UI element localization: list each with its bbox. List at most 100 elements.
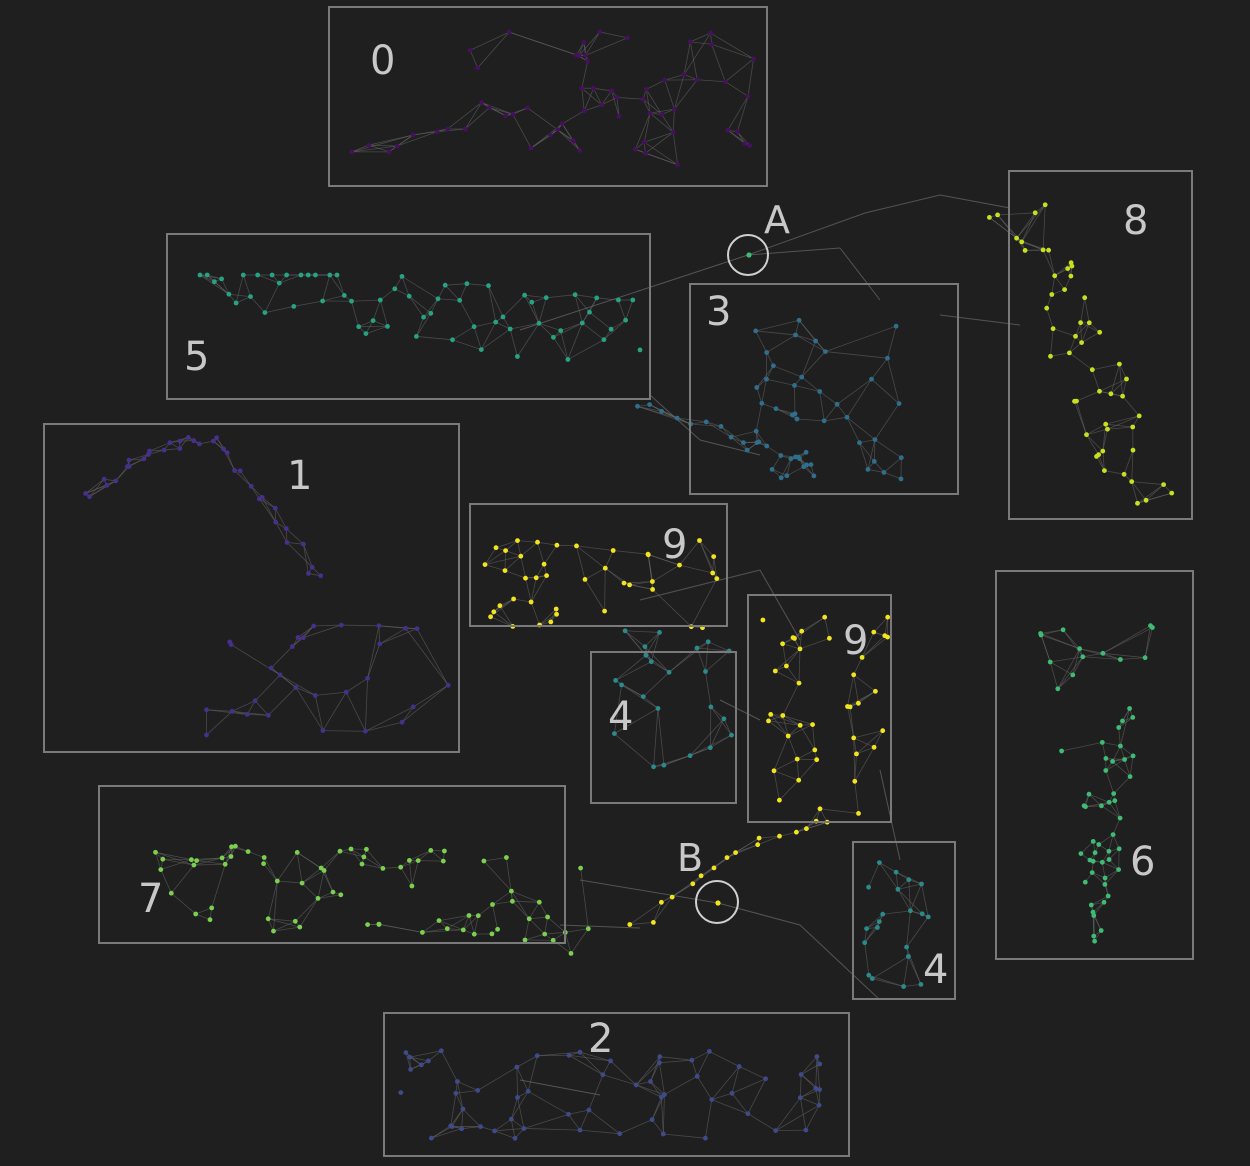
graph-edge xyxy=(539,608,557,626)
graph-edge xyxy=(430,850,444,862)
graph-edge xyxy=(709,1051,740,1067)
graph-edge xyxy=(464,102,482,130)
graph-edge xyxy=(401,684,449,723)
graph-edge xyxy=(409,1050,442,1058)
graph-edge xyxy=(579,1051,611,1062)
graph-node-cluster-8 xyxy=(1062,287,1067,292)
graph-edge xyxy=(906,910,911,948)
graph-edge xyxy=(1042,249,1056,277)
graph-edge xyxy=(1104,470,1125,475)
graph-edge xyxy=(1062,629,1084,658)
graph-node-cluster-2 xyxy=(798,1072,804,1077)
graph-edge xyxy=(651,1119,664,1135)
graph-edge xyxy=(664,1075,698,1095)
graph-edge xyxy=(413,684,449,708)
graph-node-cluster-0 xyxy=(559,121,565,127)
graph-node-cluster-5 xyxy=(558,328,564,333)
graph-node-cluster-4 xyxy=(875,925,880,930)
graph-edge xyxy=(800,1074,817,1089)
graph-edge xyxy=(279,674,297,688)
graph-node-cluster-5 xyxy=(212,279,217,285)
graph-node-cluster-8 xyxy=(1130,447,1136,453)
graph-node-cluster-9 xyxy=(544,573,549,578)
graph-node-cluster-8 xyxy=(1084,432,1089,438)
graph-edge xyxy=(273,920,296,932)
graph-edge xyxy=(254,700,269,716)
graph-node-cluster-4 xyxy=(864,926,869,931)
graph-node-cluster-0 xyxy=(475,65,480,71)
graph-edge xyxy=(761,402,777,410)
graph-node-cluster-5 xyxy=(233,300,239,306)
graph-node-cluster-3 xyxy=(756,439,762,445)
bridge-edge xyxy=(747,247,841,256)
graph-edge xyxy=(560,330,569,360)
graph-node-cluster-5 xyxy=(269,272,275,278)
graph-edge xyxy=(350,848,365,858)
graph-edge xyxy=(128,454,149,461)
graph-node-cluster-1 xyxy=(306,571,311,576)
graph-edge xyxy=(231,700,256,712)
graph-node-cluster-1 xyxy=(363,728,368,734)
graph-edge xyxy=(505,857,513,902)
graph-edge xyxy=(897,889,923,915)
graph-node-cluster-1 xyxy=(252,698,258,704)
graph-edge xyxy=(883,457,902,473)
graph-edge xyxy=(400,866,413,887)
graph-edge xyxy=(585,31,601,56)
graph-edge xyxy=(771,469,788,477)
graph-node-cluster-9 xyxy=(553,606,559,612)
graph-node-cluster-6 xyxy=(1070,672,1076,678)
graph-node-cluster-2 xyxy=(816,1102,822,1108)
graph-node-cluster-2 xyxy=(566,1052,572,1058)
cluster-label-4-upper: 4 xyxy=(608,694,633,740)
graph-node-cluster-9 xyxy=(627,922,633,927)
graph-edge xyxy=(576,545,606,569)
graph-edge xyxy=(1050,352,1070,357)
bridge-edge xyxy=(579,879,719,904)
graph-edge xyxy=(1021,204,1046,243)
graph-edge xyxy=(836,378,872,405)
graph-node-cluster-5 xyxy=(572,292,578,298)
graph-edge xyxy=(849,690,876,708)
graph-edge xyxy=(589,311,612,330)
graph-node-cluster-0 xyxy=(694,77,700,83)
graph-node-cluster-5 xyxy=(240,272,246,278)
graph-node-cluster-7 xyxy=(337,848,343,854)
graph-edge xyxy=(846,378,872,418)
graph-node-cluster-5 xyxy=(565,357,571,362)
graph-edge xyxy=(447,928,464,931)
graph-edge xyxy=(459,283,468,301)
graph-edge xyxy=(405,628,449,686)
graph-node-cluster-4 xyxy=(908,908,913,914)
graph-node-cluster-9 xyxy=(817,806,823,812)
graph-edge xyxy=(647,553,680,566)
graph-edge xyxy=(211,864,226,909)
graph-edge xyxy=(336,274,345,296)
graph-edge xyxy=(662,1094,665,1135)
graph-edge xyxy=(846,417,860,443)
graph-edge xyxy=(629,584,653,590)
graph-edge xyxy=(730,436,748,451)
graph-edge xyxy=(235,296,251,304)
graph-edge xyxy=(221,278,230,295)
graph-node-cluster-9 xyxy=(856,811,861,816)
graph-edge xyxy=(257,274,280,284)
graph-edge xyxy=(274,507,287,529)
graph-edge xyxy=(193,857,223,866)
graph-edge xyxy=(380,288,396,301)
graph-node-cluster-7 xyxy=(299,880,305,886)
graph-node-cluster-8 xyxy=(1102,468,1107,473)
graph-edge xyxy=(755,330,768,353)
graph-node-cluster-4 xyxy=(612,731,617,736)
graph-edge xyxy=(574,294,583,324)
graph-node-cluster-6 xyxy=(1080,654,1086,660)
graph-node-cluster-8 xyxy=(1097,388,1102,394)
graph-edge xyxy=(317,870,325,899)
graph-node-cluster-3 xyxy=(792,383,797,388)
graph-node-cluster-0 xyxy=(574,52,579,58)
graph-edge xyxy=(1088,793,1110,803)
graph-edge xyxy=(611,90,620,117)
graph-node-cluster-6 xyxy=(1038,632,1044,638)
graph-node-cluster-1 xyxy=(311,623,317,629)
graph-edge xyxy=(730,430,757,438)
